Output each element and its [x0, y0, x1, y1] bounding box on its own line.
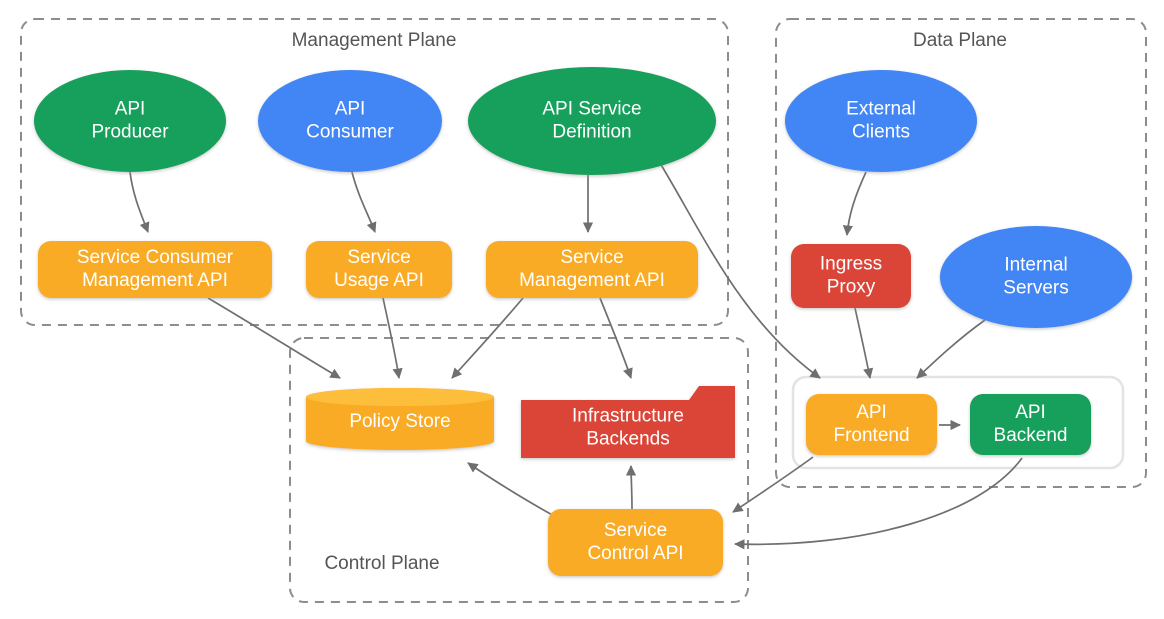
ingress-proxy-shape[interactable]: [791, 244, 911, 308]
policy-store-top-ellipse: [306, 388, 494, 406]
management-plane-border: [20, 18, 729, 326]
edge-consumer-to-usage-api: [351, 171, 377, 233]
edge-service-control-api-to-policy-store: [467, 462, 557, 518]
internal-servers-shape[interactable]: [940, 226, 1132, 328]
api-service-definition-shape[interactable]: [468, 67, 716, 175]
api-backend-shape[interactable]: [970, 394, 1091, 455]
edge-producer-to-consumer-mgmt-api: [129, 171, 150, 233]
infrastructure-backends-shape[interactable]: [521, 386, 735, 458]
edge-definition-to-api-frontend: [659, 162, 821, 379]
service-control-api-shape[interactable]: [548, 509, 723, 576]
service-usage-api-shape[interactable]: [306, 241, 452, 298]
control-plane: Control Plane: [289, 337, 749, 603]
node-policy-store[interactable]: Policy Store: [306, 388, 494, 450]
api-frontend-shape[interactable]: [806, 394, 937, 455]
api-producer-shape[interactable]: [34, 70, 226, 172]
control-plane-border: [289, 337, 749, 603]
data-plane: Data Plane: [775, 18, 1147, 488]
management-plane-label: Management Plane: [292, 30, 457, 51]
edge-api-frontend-to-service-control-api: [732, 456, 814, 513]
edge-usage-api-to-policy-store: [382, 297, 403, 380]
edge-consumer-mgmt-api-to-policy-store: [207, 297, 341, 379]
edge-mgmt-api-to-policy-store: [451, 297, 524, 379]
api-consumer-shape[interactable]: [258, 70, 442, 172]
service-management-api-shape[interactable]: [486, 241, 698, 298]
edge-internal-servers-to-api-frontend: [916, 319, 986, 379]
service-consumer-management-api-shape[interactable]: [38, 241, 272, 298]
edge-ingress-proxy-to-api-frontend: [854, 307, 874, 380]
edge-external-clients-to-ingress-proxy: [842, 171, 867, 237]
edge-service-control-api-to-infrastructure-backends: [625, 464, 637, 510]
control-plane-label: Control Plane: [324, 553, 439, 574]
external-clients-shape[interactable]: [785, 70, 977, 172]
edge-mgmt-api-to-infrastructure-backends: [599, 297, 633, 379]
edge-api-backend-to-service-control-api: [733, 457, 1023, 550]
edges-layer: [129, 162, 1023, 550]
data-plane-border: [775, 18, 1147, 488]
data-plane-label: Data Plane: [913, 30, 1007, 51]
management-plane: Management Plane: [20, 18, 729, 326]
